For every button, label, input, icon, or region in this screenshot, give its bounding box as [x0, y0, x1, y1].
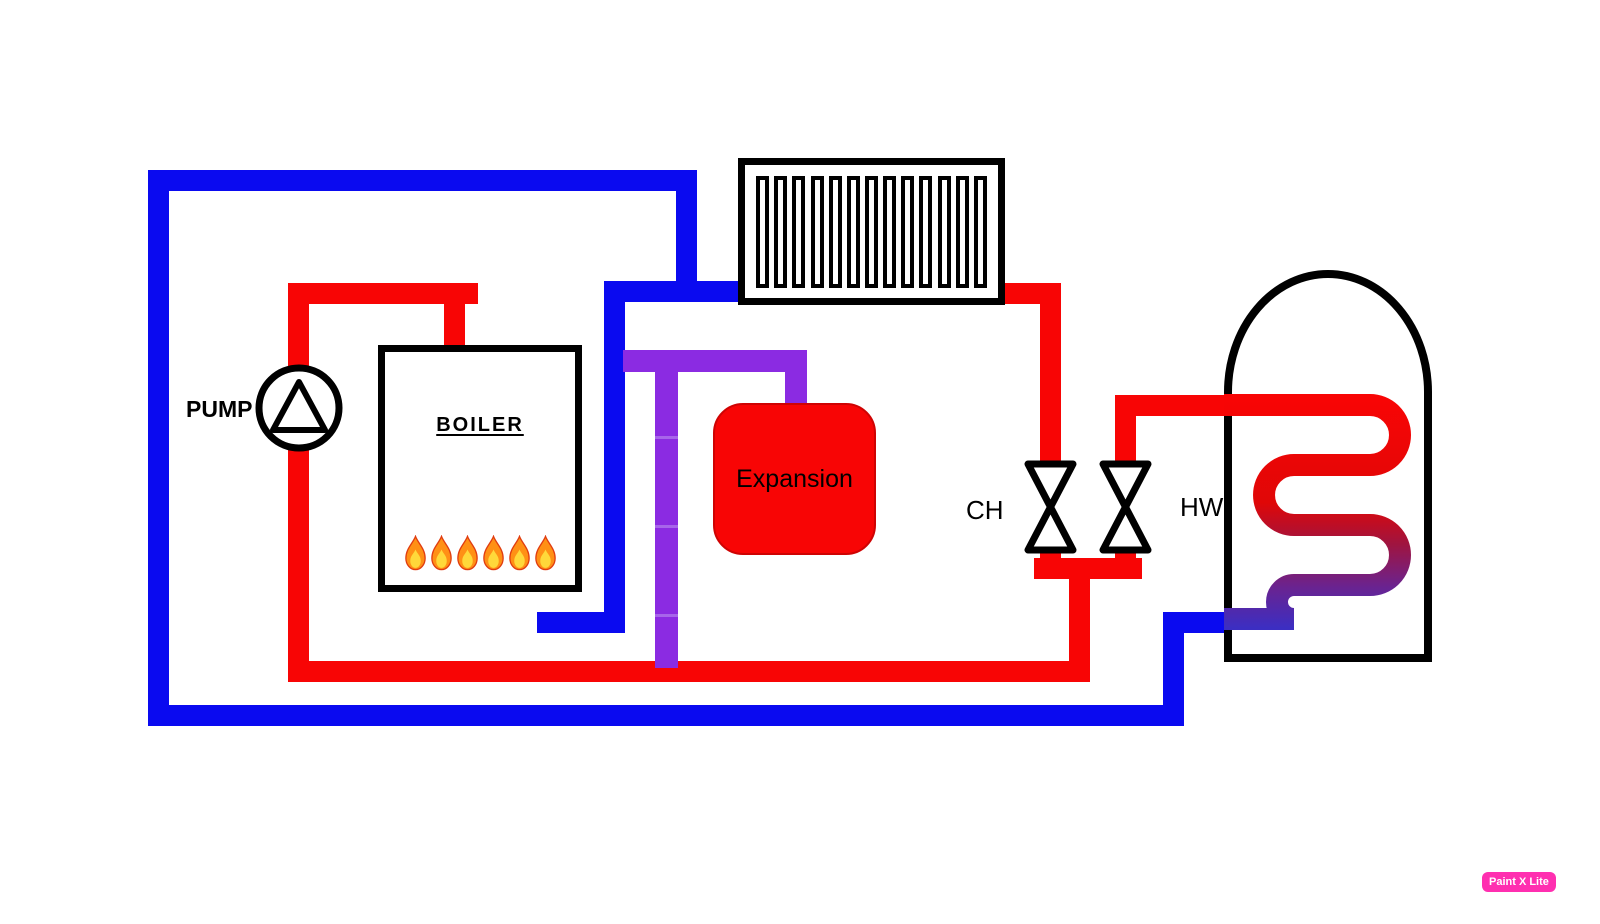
- radiator-fin: [937, 175, 951, 288]
- radiator-fin: [919, 175, 933, 288]
- flow-pipe-boiler-inlet: [444, 300, 465, 348]
- flame-icon: [534, 535, 556, 571]
- flame-icon: [482, 535, 504, 571]
- expansion-label: Expansion: [736, 464, 853, 493]
- return-pipe-boiler-drop: [604, 281, 625, 633]
- radiator-fin: [810, 175, 824, 288]
- return-pipe-left: [148, 170, 169, 726]
- ch-valve-icon: [1024, 460, 1077, 554]
- radiator: [738, 158, 1005, 305]
- flow-pipe-bottom: [288, 661, 1090, 682]
- paint-x-lite-badge: Paint X Lite: [1482, 872, 1556, 892]
- radiator-fin: [883, 175, 897, 288]
- flame-icon: [430, 535, 452, 571]
- return-pipe-cylinder-connector: [1163, 612, 1231, 633]
- flame-icon: [456, 535, 478, 571]
- radiator-fin: [973, 175, 987, 288]
- return-pipe-radiator-connector: [604, 281, 746, 302]
- flame-icon: [508, 535, 530, 571]
- pump-icon: [255, 364, 343, 452]
- radiator-fin: [864, 175, 878, 288]
- return-pipe-top: [148, 170, 697, 191]
- vent-pipe-expansion-drop: [785, 350, 807, 410]
- radiator-fin: [774, 175, 788, 288]
- return-pipe-radiator-drop: [676, 170, 697, 302]
- return-pipe-bottom: [148, 705, 1184, 726]
- pump-label: PUMP: [186, 396, 253, 422]
- flow-pipe-valve-riser: [1069, 558, 1090, 682]
- ch-valve-label: CH: [966, 495, 1004, 525]
- flow-pipe-cylinder-connector: [1115, 395, 1233, 416]
- return-pipe-boiler-connector: [537, 612, 625, 633]
- radiator-fin: [828, 175, 842, 288]
- vent-pipe-vertical: [655, 350, 678, 668]
- flow-pipe-ch-riser: [1040, 288, 1061, 468]
- flame-icon: [404, 535, 426, 571]
- boiler: BOILER: [378, 345, 582, 592]
- hw-valve-label: HW: [1180, 492, 1224, 522]
- radiator-fin: [792, 175, 806, 288]
- radiator-fins: [745, 165, 998, 298]
- hw-valve-icon: [1099, 460, 1152, 554]
- return-pipe-cylinder-riser: [1163, 612, 1184, 726]
- flow-pipe-boiler-top: [288, 283, 478, 304]
- cylinder-coil: [1224, 394, 1411, 630]
- expansion-vessel: Expansion: [713, 403, 876, 555]
- hot-water-cylinder: [1224, 270, 1432, 662]
- boiler-label: BOILER: [436, 414, 524, 436]
- radiator-fin: [846, 175, 860, 288]
- radiator-fin: [901, 175, 915, 288]
- boiler-flames: [385, 535, 575, 571]
- radiator-fin: [756, 175, 770, 288]
- flow-pipe-radiator-connector: [1000, 283, 1061, 304]
- radiator-fin: [955, 175, 969, 288]
